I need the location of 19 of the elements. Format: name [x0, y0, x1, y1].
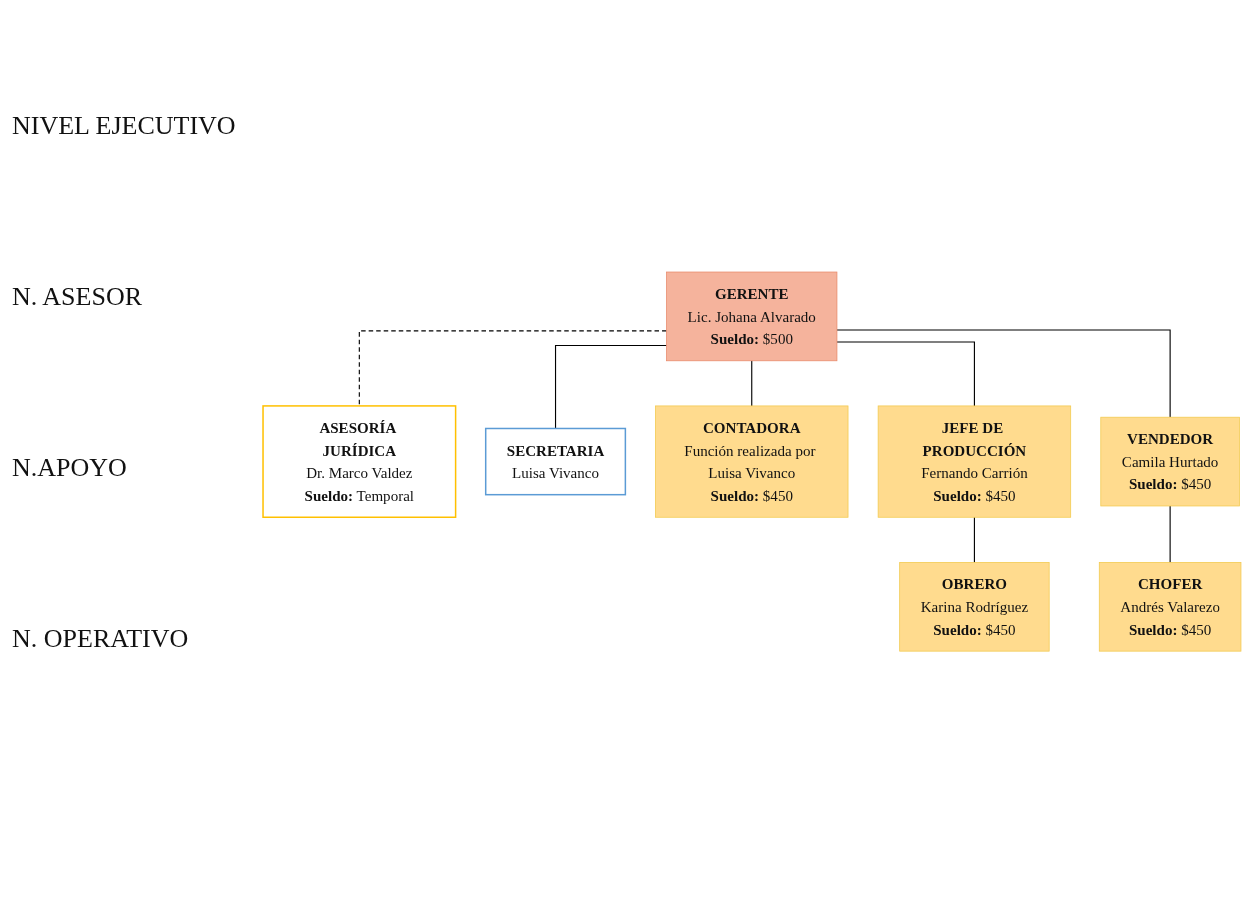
- level-label: N. OPERATIVO: [12, 623, 190, 654]
- node-box: VENDEDOR Camila Hurtado Sueldo: $450: [1100, 417, 1240, 507]
- level-label: NIVEL EJECUTIVO: [12, 110, 237, 141]
- connector: [973, 517, 975, 564]
- connector: [836, 329, 1171, 419]
- connector: [358, 330, 668, 407]
- node-box: JEFE DE PRODUCCIÓN Fernando Carrión Sueldo: $450: [877, 405, 1072, 519]
- connector: [751, 360, 753, 407]
- node-box: CONTADORA Función realizada por Luisa Vivanco Sueldo: $450: [655, 405, 849, 519]
- connector: [554, 345, 668, 430]
- node-box: OBRERO Karina Rodríguez Sueldo: $450: [899, 562, 1050, 652]
- connector: [1169, 505, 1171, 564]
- node-box: GERENTE Lic. Johana Alvarado Sueldo: $500: [666, 272, 838, 362]
- node-box: CHOFER Andrés Valarezo Sueldo: $450: [1098, 562, 1242, 652]
- level-label: N.APOYO: [12, 452, 128, 483]
- level-label: N. ASESOR: [12, 281, 144, 312]
- node-box: ASESORÍA JURÍDICA Dr. Marco Valdez Sueldo: Temporal: [262, 405, 457, 519]
- connector: [836, 341, 975, 407]
- node-box: SECRETARIA Luisa Vivanco: [484, 428, 627, 496]
